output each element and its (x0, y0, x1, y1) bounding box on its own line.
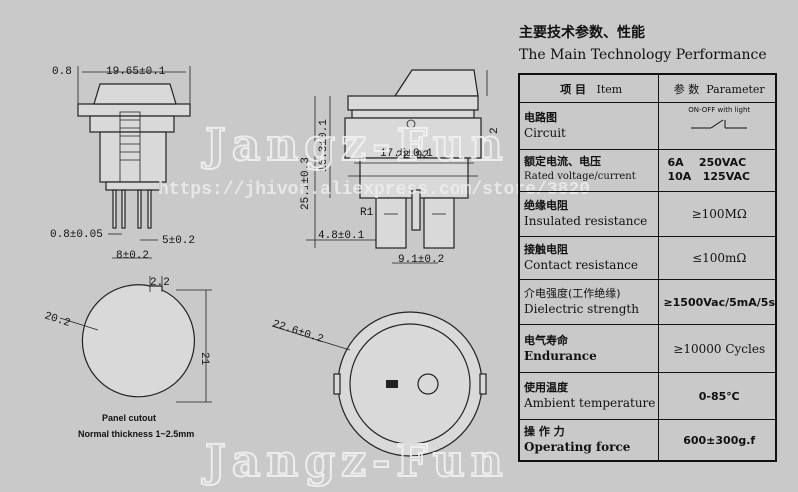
spec-value-dielectric: ≥1500Vac/5mA/5s (658, 279, 777, 326)
side-view: 0.8 19.65±0.1 0.8±0.05 5±0.2 8±0.2 (50, 66, 195, 262)
cutout-caption-1: Panel cutout (102, 413, 156, 423)
spec-value-rated: 6A 250VAC 10A 125VAC (658, 149, 777, 192)
spec-item: 额定电流、电压 Rated voltage/current (518, 149, 660, 192)
spec-item-cn: 额定电流、电压 (524, 155, 601, 169)
dim-cutout-flat: 2.2 (150, 277, 170, 289)
spec-title-cn: 主要技术参数、性能 (519, 25, 645, 41)
dim-total-height: 25.1±0.3 (300, 157, 312, 210)
dim-top-diameter: 22.6±0.2 (271, 318, 325, 346)
header-item-en: Item (596, 82, 623, 96)
header-item-cn: 项 目 (560, 82, 587, 96)
spec-item-en: Circuit (524, 126, 566, 141)
dim-side-top: 19.65±0.1 (106, 66, 166, 78)
spec-item: 操 作 力 Operating force (518, 419, 660, 462)
spec-row-rated: 额定电流、电压 Rated voltage/current 6A 250VAC … (518, 149, 777, 192)
dim-top-offset: 2 (489, 127, 501, 134)
spec-row-dielectric: 介电强度(工作绝缘) Dielectric strength ≥1500Vac/… (518, 279, 777, 326)
dim-side-bottom: 8±0.2 (116, 250, 149, 262)
spec-item-en: Contact resistance (524, 258, 638, 273)
spec-item-en: Endurance (524, 348, 597, 363)
dim-body-height: 16.3±0.1 (318, 119, 330, 172)
panel-cutout: 20.2 2.2 21 Panel cutout Normal thicknes… (43, 276, 212, 439)
spec-value-endurance: ≥10000 Cycles (658, 324, 777, 373)
dim-cutout-height: 21 (198, 352, 210, 366)
spec-table: 项 目 Item 参 数 Parameter 电路图 Circuit ON-OF… (518, 73, 777, 462)
spec-item-en: Rated voltage/current (524, 171, 636, 183)
spec-item-en: Operating force (524, 440, 631, 455)
dim-terminal-spacing: 9.1±0.2 (398, 254, 444, 266)
spec-item: 电路图 Circuit (518, 101, 660, 151)
spec-title-en: The Main Technology Performance (519, 47, 767, 63)
dim-inner-width: 17.5±0.1 (380, 148, 433, 160)
cutout-caption-2: Normal thickness 1~2.5mm (78, 429, 194, 439)
spec-value-ambient: 0-85℃ (658, 371, 777, 421)
top-view: 22.6±0.2 (271, 311, 487, 457)
spec-item-en: Dielectric strength (524, 302, 639, 317)
spec-header-item: 项 目 Item (518, 73, 660, 103)
header-param-en: Parameter (706, 82, 765, 96)
watermark-url: https://jhivor.aliexpress.com/store/3820 (158, 180, 590, 200)
circuit-note: ON-OFF with light (688, 105, 751, 114)
spec-item: 电气寿命 Endurance (518, 324, 660, 373)
dim-terminal-width: 4.8±0.1 (318, 230, 365, 242)
watermark-brand-bottom: Jangz-Fun (201, 436, 509, 487)
spec-value-insulated: ≥100MΩ (658, 190, 777, 237)
spec-row-insulated: 绝缘电阻 Insulated resistance ≥100MΩ (518, 190, 777, 237)
spec-value-operating: 600±300g.f (658, 419, 777, 462)
spec-item-cn: 电气寿命 (524, 333, 568, 347)
spec-item: 介电强度(工作绝缘) Dielectric strength (518, 279, 660, 326)
spec-item-cn: 绝缘电阻 (524, 198, 568, 212)
spec-item-cn: 使用温度 (524, 381, 568, 395)
spec-item-en: Insulated resistance (524, 213, 648, 228)
dim-pin-spacing: 5±0.2 (162, 235, 195, 247)
spec-item-cn: 电路图 (524, 111, 557, 125)
spec-row-ambient: 使用温度 Ambient temperature 0-85℃ (518, 371, 777, 421)
watermark-brand-top: Jangz-Fun (201, 120, 509, 171)
spec-row-endurance: 电气寿命 Endurance ≥10000 Cycles (518, 324, 777, 373)
front-view: 25.1±0.3 16.3±0.1 17.5±0.1 22.92 2 4.8±0… (300, 69, 501, 266)
spec-row-operating: 操 作 力 Operating force 600±300g.f (518, 419, 777, 462)
dim-outer-width: 22.92 (396, 150, 429, 162)
terminal-label: R1 (360, 207, 374, 219)
dim-side-top-left: 0.8 (52, 66, 72, 78)
spec-item: 接触电阻 Contact resistance (518, 235, 660, 281)
spec-item-cn: 接触电阻 (524, 243, 568, 257)
dim-pin: 0.8±0.05 (50, 229, 103, 241)
spec-row-contact: 接触电阻 Contact resistance ≤100mΩ (518, 235, 777, 281)
spec-item-en: Ambient temperature (524, 396, 656, 411)
spec-item-cn: 介电强度(工作绝缘) (524, 287, 621, 301)
spec-item-cn: 操 作 力 (524, 425, 565, 439)
circuit-symbol-icon (691, 119, 748, 129)
spec-item: 绝缘电阻 Insulated resistance (518, 190, 660, 237)
dim-cutout-diameter: 20.2 (43, 310, 72, 330)
spec-header-param: 参 数 Parameter (658, 73, 777, 103)
header-param-cn: 参 数 (673, 82, 700, 96)
spec-item: 使用温度 Ambient temperature (518, 371, 660, 421)
spec-row-circuit: 电路图 Circuit ON-OFF with light (518, 101, 777, 151)
spec-value-contact: ≤100mΩ (658, 235, 777, 281)
spec-value-circuit: ON-OFF with light (658, 101, 777, 151)
spec-header-row: 项 目 Item 参 数 Parameter (518, 73, 777, 103)
